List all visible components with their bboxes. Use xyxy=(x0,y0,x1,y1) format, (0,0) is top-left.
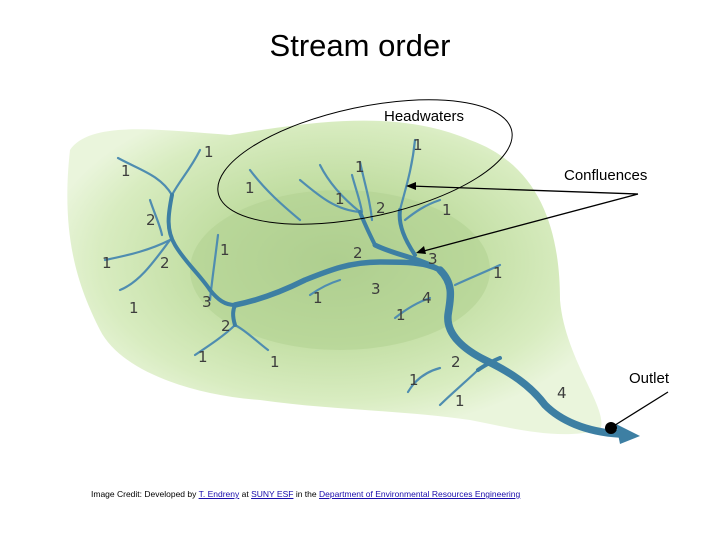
confluence-arrowhead-lower xyxy=(416,246,426,254)
outlet-point xyxy=(605,422,617,434)
order-label: 1 xyxy=(335,190,345,208)
order-label: 3 xyxy=(202,293,212,311)
order-label: 4 xyxy=(557,384,567,402)
outlet-label: Outlet xyxy=(629,370,670,387)
order-label: 2 xyxy=(451,353,461,371)
order-label: 1 xyxy=(396,306,406,324)
order-label: 1 xyxy=(493,264,503,282)
headwaters-ellipse xyxy=(217,99,513,225)
order-label: 1 xyxy=(198,348,208,366)
confluences-label: Confluences xyxy=(564,167,648,184)
author-link[interactable]: T. Endreny xyxy=(198,489,240,499)
order-label: 2 xyxy=(146,211,156,229)
confluence-arrowhead-upper xyxy=(406,182,416,190)
order-label: 1 xyxy=(102,254,112,272)
image-credit: Image Credit: Developed by T. Endreny at… xyxy=(91,488,561,500)
org-link[interactable]: SUNY ESF xyxy=(251,489,294,499)
slide-title: Stream order xyxy=(269,28,451,63)
outlet-line xyxy=(611,391,669,428)
order-label: 2 xyxy=(353,244,363,262)
credit-at: at xyxy=(241,489,249,499)
order-label: 1 xyxy=(270,353,280,371)
order-label: 1 xyxy=(220,241,230,259)
order-label: 1 xyxy=(313,289,323,307)
confluence-line-lower xyxy=(419,193,639,253)
credit-prefix: Image Credit: Developed by xyxy=(91,489,197,499)
order-label: 1 xyxy=(442,201,452,219)
order-label: 1 xyxy=(455,392,465,410)
order-label: 1 xyxy=(121,162,131,180)
order-label: 2 xyxy=(221,317,231,335)
credit-in-the: in the xyxy=(295,489,317,499)
outlet-arrowhead xyxy=(616,424,640,444)
stream-order-labels: 1 1 1 1 1 1 1 1 1 1 1 1 1 1 1 1 2 2 2 2 … xyxy=(102,136,567,410)
order-label: 3 xyxy=(371,280,381,298)
confluence-line-upper xyxy=(409,185,639,195)
order-label: 2 xyxy=(160,254,170,272)
order-label: 1 xyxy=(204,143,214,161)
order-label: 4 xyxy=(422,289,432,307)
order-label: 3 xyxy=(428,250,438,268)
main-channel xyxy=(166,193,624,438)
order-label: 1 xyxy=(409,371,419,389)
order-label: 1 xyxy=(245,179,255,197)
department-link[interactable]: Department of Environmental Resources En… xyxy=(318,489,521,499)
first-order-streams xyxy=(103,138,502,407)
order-label: 2 xyxy=(376,199,386,217)
order-label: 1 xyxy=(129,299,139,317)
order-label: 1 xyxy=(413,136,423,154)
order-label: 1 xyxy=(355,158,365,176)
headwaters-label: Headwaters xyxy=(384,108,465,125)
